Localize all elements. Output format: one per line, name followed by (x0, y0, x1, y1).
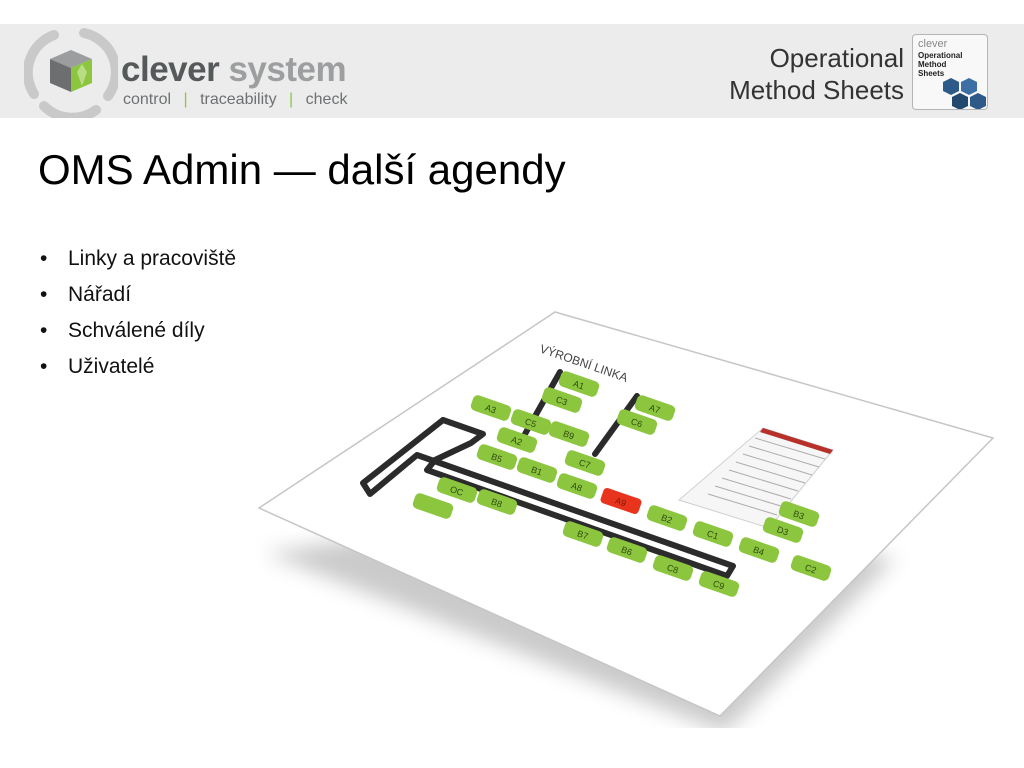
sheet-surface (257, 311, 995, 717)
badge-text-line: Operational (918, 51, 963, 60)
line-track (432, 417, 486, 463)
agenda-item-label: Uživatelé (68, 355, 155, 378)
station: B6 (606, 537, 648, 563)
agenda-item-label: Linky a pracoviště (68, 247, 237, 270)
tagline-traceability: traceability (200, 91, 277, 108)
slide-title: OMS Admin — další agendy (38, 146, 566, 193)
svg-text:A1: A1 (572, 378, 586, 391)
station-alert: A9 (600, 488, 642, 514)
bullet-glyph: • (40, 355, 48, 378)
svg-text:C5: C5 (524, 416, 538, 429)
station: C5 (510, 409, 552, 435)
svg-text:B9: B9 (562, 428, 576, 441)
product-title-line2: Method Sheets (729, 75, 904, 105)
station: D3 (762, 517, 804, 543)
oms-badge-logo: clever Operational Method Sheets (912, 34, 988, 110)
svg-text:C8: C8 (666, 562, 680, 575)
svg-text:A8: A8 (570, 480, 584, 493)
svg-text:A3: A3 (484, 402, 498, 415)
station: C1 (692, 521, 734, 547)
station: B7 (562, 521, 604, 547)
tagline-check: check (305, 91, 348, 108)
brand-name-part1: clever (121, 50, 220, 89)
svg-text:B3: B3 (792, 508, 806, 521)
cube-ring-icon (24, 28, 118, 118)
svg-text:OC: OC (449, 484, 465, 498)
svg-text:B4: B4 (752, 544, 766, 557)
svg-text:C7: C7 (578, 457, 592, 470)
product-title: Operational Method Sheets (706, 42, 904, 106)
badge-text-line: Method (918, 60, 947, 69)
production-line-sheet: VÝROBNÍ LINKA A1 C3 A7 (257, 311, 995, 733)
tagline-control: control (123, 91, 172, 108)
production-line-illustration: VÝROBNÍ LINKA A1 C3 A7 (255, 308, 1000, 733)
svg-text:C2: C2 (804, 562, 818, 575)
bullet-glyph: • (40, 283, 48, 306)
svg-text:B2: B2 (660, 512, 674, 525)
header-banner: clever system control | traceability | c… (0, 24, 1024, 118)
brand-name-part2: system (228, 50, 347, 89)
svg-text:B1: B1 (530, 464, 544, 477)
station: A1 (558, 371, 600, 397)
svg-text:B6: B6 (620, 544, 634, 557)
svg-text:A9: A9 (614, 495, 628, 508)
svg-text:B8: B8 (490, 496, 504, 509)
station: B3 (778, 501, 820, 527)
svg-text:B5: B5 (490, 451, 504, 464)
station: C2 (790, 555, 832, 581)
svg-text:B7: B7 (576, 528, 590, 541)
station: A7 (634, 395, 676, 421)
agenda-item: • Schválené díly (40, 318, 236, 354)
agenda-item-label: Nářadí (68, 283, 132, 306)
bullet-glyph: • (40, 319, 48, 342)
station: B5 (476, 444, 518, 470)
svg-text:C3: C3 (555, 394, 569, 407)
data-table-panel (677, 427, 834, 529)
svg-text:D3: D3 (776, 524, 790, 537)
bullet-glyph: • (40, 247, 48, 270)
brand-name: clever system (121, 50, 347, 90)
station: A8 (556, 473, 598, 499)
svg-text:A7: A7 (648, 402, 662, 415)
station: B2 (646, 505, 688, 531)
svg-text:C6: C6 (630, 416, 644, 429)
station: B8 (476, 489, 518, 515)
agenda-list: • Linky a pracoviště • Nářadí • Schválené d… (40, 246, 236, 390)
agenda-item-label: Schválené díly (68, 319, 205, 342)
tagline-separator: | (289, 91, 294, 108)
line-track (360, 417, 736, 579)
station: C7 (564, 450, 606, 476)
agenda-item: • Linky a pracoviště (40, 246, 236, 282)
station: B4 (738, 537, 780, 563)
badge-text-line: Sheets (918, 69, 945, 78)
badge-brand: clever (918, 38, 948, 50)
svg-text:A2: A2 (510, 434, 524, 447)
station: OC (436, 477, 478, 503)
station: C6 (616, 409, 658, 435)
hexagon-cluster-icon (943, 78, 986, 109)
agenda-item: • Nářadí (40, 282, 236, 318)
station: B9 (548, 421, 590, 447)
station: C8 (652, 555, 694, 581)
svg-text:C1: C1 (706, 528, 720, 541)
station: A3 (470, 395, 512, 421)
badge-text: Operational Method Sheets (918, 51, 984, 78)
station (412, 493, 454, 519)
agenda-item: • Uživatelé (40, 354, 236, 390)
clever-system-logo: clever system control | traceability | c… (18, 24, 378, 118)
tagline-separator: | (183, 91, 188, 108)
station: C3 (541, 387, 583, 413)
station: C9 (698, 571, 740, 597)
product-title-line1: Operational (769, 43, 904, 73)
station: B1 (516, 457, 558, 483)
station: A2 (496, 427, 538, 453)
stations: A1 C3 A7 C6 A3 C5 B9 A2 B5 B1 C7 A8 OC B… (412, 371, 832, 597)
brand-tagline: control | traceability | check (123, 91, 347, 109)
svg-text:C9: C9 (712, 578, 726, 591)
